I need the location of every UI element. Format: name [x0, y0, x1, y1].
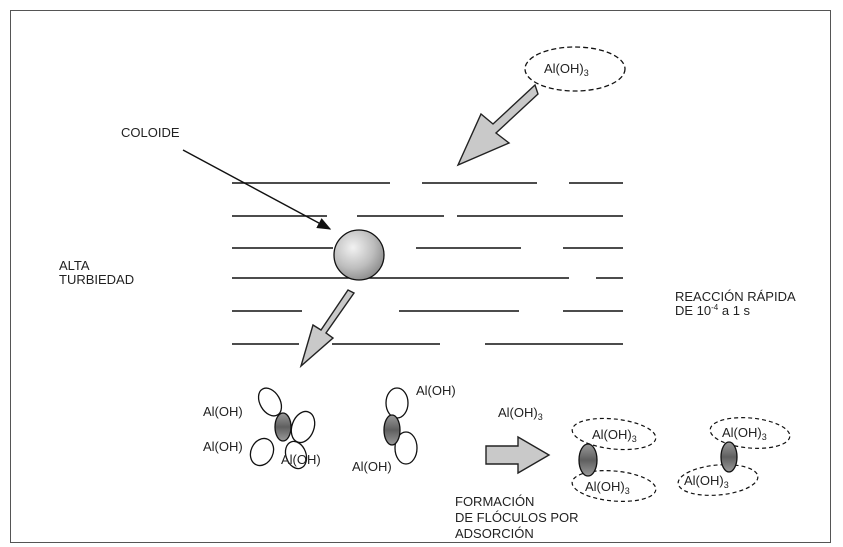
cluster1-label-top: Al(OH) [203, 405, 243, 419]
cluster2-label-top: Al(OH) [416, 384, 456, 398]
cluster2-label-bottom: Al(OH) [352, 460, 392, 474]
small-arrow [301, 290, 354, 366]
cluster-2 [384, 388, 417, 464]
coloide-pointer-arrow [183, 150, 330, 229]
floc1-label-bottom: Al(OH)3 [585, 480, 630, 496]
cluster1-label-bottom: Al(OH) [281, 453, 321, 467]
floc2-label-top: Al(OH)3 [722, 426, 767, 442]
floc1-label-top: Al(OH)3 [592, 428, 637, 444]
colloid-sphere [334, 230, 384, 280]
floc2-label-bottom: Al(OH)3 [684, 474, 729, 490]
big-arrow [458, 85, 538, 165]
free-compound-label: Al(OH)3 [498, 406, 543, 422]
coloide-label: COLOIDE [121, 126, 180, 140]
alta-turbiedad-label: ALTA TURBIEDAD [59, 259, 134, 286]
right-arrow [486, 437, 549, 473]
top-compound-label: Al(OH)3 [544, 62, 589, 78]
cluster1-label-mid: Al(OH) [203, 440, 243, 454]
reaccion-rapida-label: REACCIÓN RÁPIDA DE 10-4 a 1 s [675, 290, 796, 317]
formacion-label: FORMACIÓN DE FLÓCULOS POR ADSORCIÓN [455, 494, 579, 542]
